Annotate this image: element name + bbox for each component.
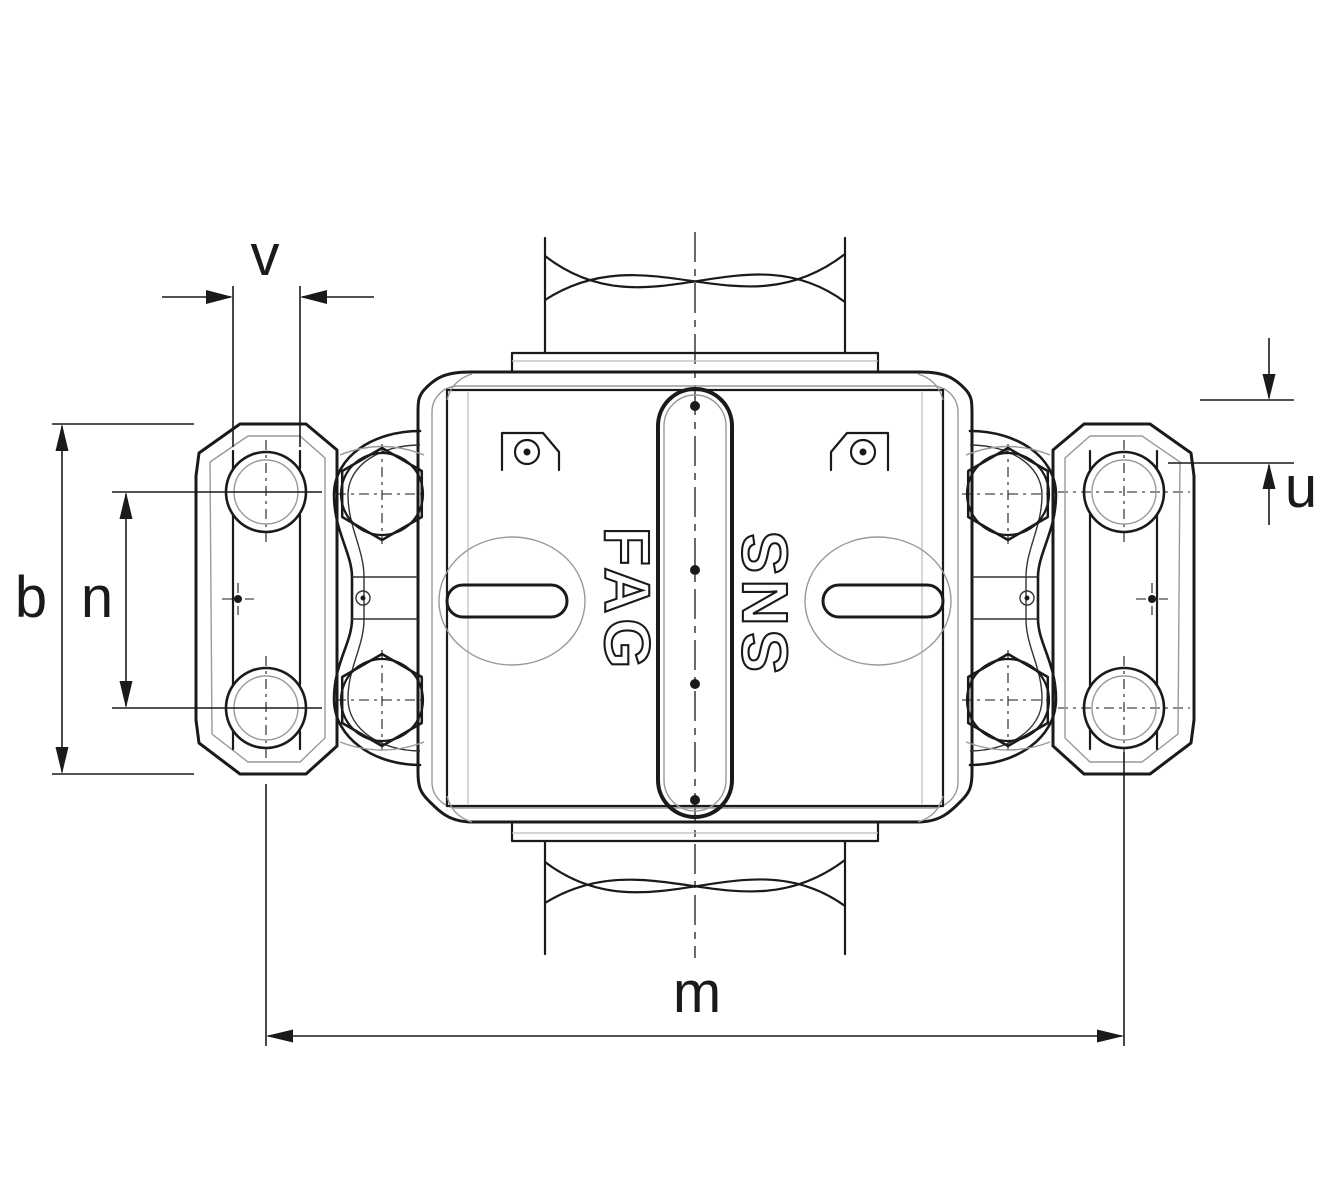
hex-bolt: [966, 652, 1050, 748]
cap-rib: [656, 387, 734, 819]
shaft-bottom: [543, 839, 847, 956]
cap-bolts: [339, 446, 1051, 748]
fag-logo-text: FAG: [591, 527, 663, 674]
centerlines: [222, 232, 1190, 958]
boss-right: [804, 536, 952, 666]
branding: FAG SNS: [590, 526, 802, 675]
lug-left: [332, 429, 425, 767]
dim-label-m: m: [673, 960, 721, 1025]
seal-step-bottom: [510, 820, 880, 843]
boss-left: [438, 536, 586, 666]
grease-slot-right: [821, 583, 945, 619]
sns-series-text: SNS: [729, 527, 801, 674]
dimension-u: u: [1168, 338, 1317, 525]
hex-bolt: [340, 652, 424, 748]
dim-label-n: n: [81, 565, 113, 630]
dim-label-v: v: [251, 223, 280, 288]
mounting-hole: [1082, 450, 1166, 534]
hex-bolt: [966, 446, 1050, 542]
dim-label-b: b: [15, 565, 47, 630]
dimension-b: b: [15, 423, 194, 775]
cap-rib-outline: [656, 387, 734, 819]
dimension-n: n: [81, 491, 322, 709]
grease-slots: [438, 536, 952, 666]
shaft-break-curve: [543, 254, 847, 304]
grease-slot-left: [445, 583, 569, 619]
hex-bolt: [340, 446, 424, 542]
dim-label-u: u: [1285, 455, 1317, 520]
shaft-top: [543, 236, 847, 355]
foot-left: [194, 422, 339, 776]
dimension-m: m: [265, 752, 1125, 1046]
housing-inner-contour: [431, 385, 959, 809]
seal-step-top: [510, 351, 880, 374]
shaft-break-curve: [543, 860, 847, 908]
foot-right: [1051, 422, 1196, 776]
mounting-hole: [1082, 666, 1166, 750]
lug-right: [965, 429, 1058, 767]
dimension-v: v: [162, 223, 374, 447]
sensor-holes: [500, 431, 890, 472]
